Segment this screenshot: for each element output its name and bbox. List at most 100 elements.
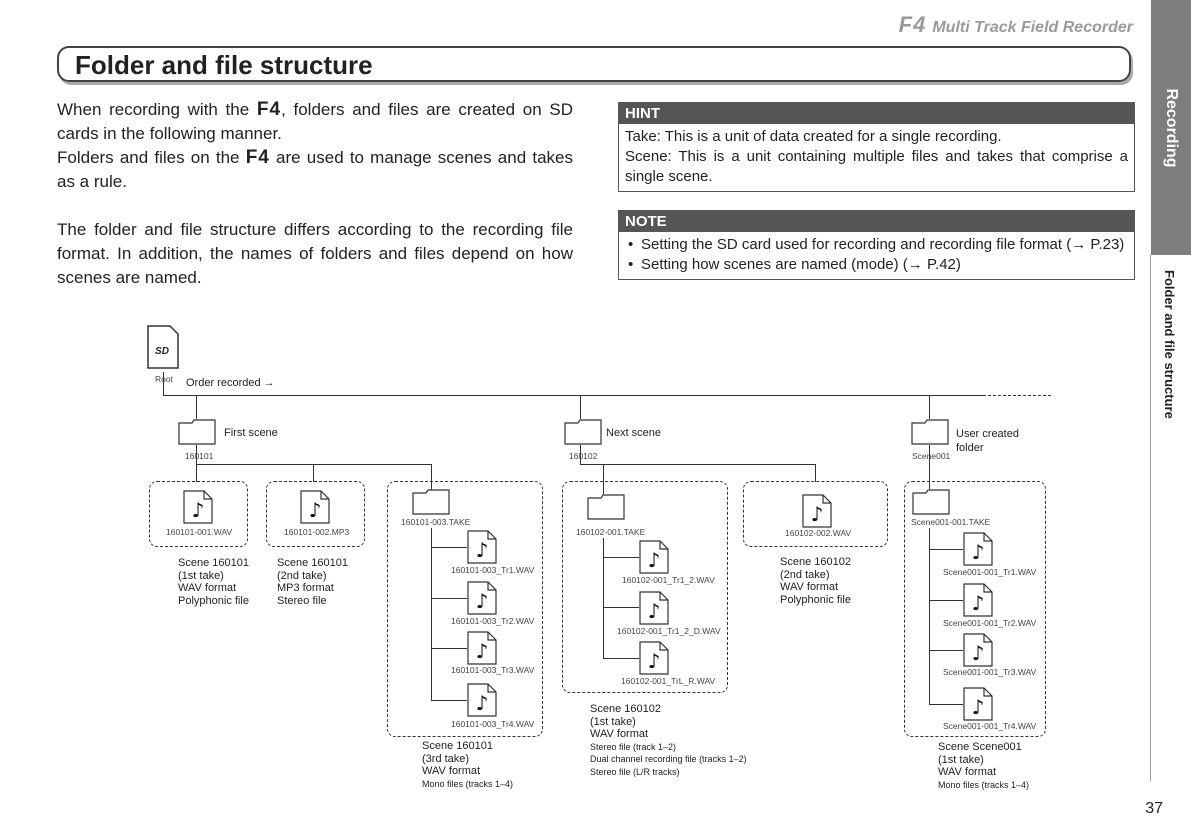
file-name: 160101-003_Tr2.WAV	[451, 616, 535, 626]
connector	[163, 372, 164, 396]
audio-file-icon[interactable]: ♪	[300, 490, 330, 524]
audio-file-icon[interactable]: ♪	[467, 581, 497, 615]
f4-inline-logo: F4	[245, 147, 270, 168]
connector	[929, 600, 963, 601]
next-scene-label: Next scene	[606, 427, 662, 439]
file-name: 160101-001.WAV	[166, 527, 233, 537]
audio-file-icon[interactable]: ♪	[963, 633, 993, 667]
connector	[603, 557, 639, 558]
connector	[163, 395, 983, 396]
svg-text:♪: ♪	[309, 498, 322, 522]
connector	[815, 464, 816, 482]
file-group-160101-002	[266, 481, 365, 547]
title-box: Folder and file structure	[57, 46, 1131, 82]
side-tab-recording[interactable]: Recording	[1151, 0, 1191, 255]
take-folder-icon[interactable]	[412, 489, 450, 515]
audio-file-icon[interactable]: ♪	[467, 683, 497, 717]
note-item-2[interactable]: Setting how scenes are named (mode) (→ P…	[628, 255, 1128, 275]
intro-text: , folders and files are created on SD ca…	[57, 100, 573, 143]
svg-text:♪: ♪	[192, 498, 205, 522]
folder-name-160101: 160101	[185, 451, 214, 461]
connector	[929, 395, 930, 419]
intro-paragraph-1: When recording with the F4, folders and …	[57, 98, 573, 194]
audio-file-icon[interactable]: ♪	[183, 490, 213, 524]
connector	[603, 607, 639, 608]
folder-name-160102: 160102	[569, 451, 598, 461]
hint-scene: Scene: This is a unit containing multipl…	[625, 148, 1128, 185]
svg-text:♪: ♪	[476, 538, 489, 562]
file-group-160102-001	[562, 481, 728, 693]
connector	[603, 658, 639, 659]
audio-file-icon[interactable]: ♪	[467, 530, 497, 564]
connector	[431, 464, 432, 490]
take-folder-name: 160102-001.TAKE	[576, 527, 646, 537]
hint-take: Take: This is a unit of data created for…	[625, 128, 1002, 145]
folder-icon[interactable]	[564, 419, 602, 445]
sd-logo-text: SD	[155, 346, 169, 357]
file-name: 160101-003_Tr4.WAV	[451, 719, 535, 729]
connector	[431, 528, 432, 701]
f4-inline-logo: F4	[256, 99, 282, 120]
connector	[929, 704, 963, 705]
connector	[196, 464, 197, 482]
file-name: 160101-003_Tr1.WAV	[451, 565, 535, 575]
connector	[929, 528, 930, 705]
file-name: 160102-001_Tr1_2_D.WAV	[617, 626, 721, 636]
first-scene-label: First scene	[224, 427, 278, 439]
connector	[196, 445, 197, 465]
folder-icon[interactable]	[178, 419, 216, 445]
file-name: 160101-002.MP3	[284, 527, 350, 537]
svg-text:♪: ♪	[648, 548, 661, 572]
file-group-160102-002	[743, 481, 888, 547]
audio-file-icon[interactable]: ♪	[963, 687, 993, 721]
audio-file-icon[interactable]: ♪	[963, 583, 993, 617]
note-header: NOTE	[619, 211, 1134, 232]
svg-text:♪: ♪	[476, 589, 489, 613]
sd-card-icon: SD	[147, 325, 179, 369]
svg-text:♪: ♪	[648, 599, 661, 623]
connector	[431, 648, 467, 649]
hint-header: HINT	[619, 103, 1134, 124]
connector	[196, 464, 432, 465]
audio-file-icon[interactable]: ♪	[639, 540, 669, 574]
file-name: Scene001-001_Tr3.WAV	[943, 667, 1037, 677]
connector	[929, 549, 963, 550]
svg-text:♪: ♪	[972, 540, 985, 564]
connector	[580, 445, 581, 465]
connector	[603, 538, 604, 659]
file-group-scene001-001	[904, 481, 1046, 737]
connector	[603, 464, 604, 494]
file-name: 160102-001_Tr1_2.WAV	[622, 575, 715, 585]
audio-file-icon[interactable]: ♪	[963, 532, 993, 566]
svg-text:♪: ♪	[476, 691, 489, 715]
file-name: 160102-001_TrL_R.WAV	[621, 676, 716, 686]
side-section-label: Folder and file structure	[1162, 270, 1177, 419]
file-name: 160102-002.WAV	[785, 528, 852, 538]
intro-paragraph-2: The folder and file structure differs ac…	[57, 220, 573, 287]
file-group-160101-001	[149, 481, 248, 547]
connector	[431, 598, 467, 599]
svg-text:♪: ♪	[972, 591, 985, 615]
audio-file-icon[interactable]: ♪	[467, 631, 497, 665]
take-folder-icon[interactable]	[587, 494, 625, 520]
audio-file-icon[interactable]: ♪	[802, 494, 832, 528]
intro-text: are used to manage scenes and takes as a…	[57, 148, 573, 191]
audio-file-icon[interactable]: ♪	[639, 591, 669, 625]
file-name: 160101-003_Tr3.WAV	[451, 665, 535, 675]
take-folder-icon[interactable]	[912, 489, 950, 515]
order-label: Order recorded →	[186, 377, 275, 389]
audio-file-icon[interactable]: ♪	[639, 641, 669, 675]
note-item-1[interactable]: Setting the SD card used for recording a…	[628, 235, 1128, 255]
file-name: Scene001-001_Tr4.WAV	[943, 721, 1037, 731]
product-name: Multi Track Field Recorder	[932, 19, 1133, 36]
svg-text:♪: ♪	[811, 502, 824, 526]
svg-text:♪: ♪	[972, 695, 985, 719]
folder-icon[interactable]	[911, 419, 949, 445]
